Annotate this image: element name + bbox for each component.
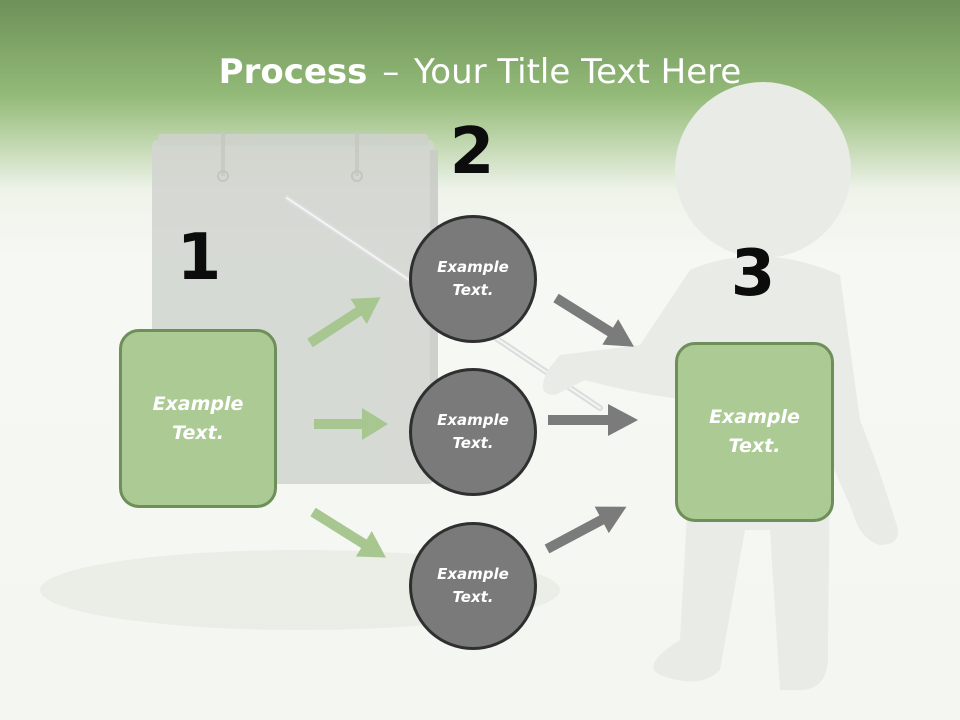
title-separator: –: [382, 52, 400, 92]
step-3-box: Example Text.: [675, 342, 834, 522]
gray-arrows: [544, 293, 638, 554]
arrow-2-to-3-top: [553, 293, 635, 347]
title-bold: Process: [218, 52, 368, 92]
step-2-circle-middle: Example Text.: [409, 368, 537, 496]
step-1-label: Example Text.: [152, 392, 244, 444]
title-rest: Your Title Text Here: [414, 52, 742, 92]
step-3-label: Example Text.: [709, 406, 800, 457]
step-2-label-bottom: Example Text.: [437, 565, 509, 606]
step-2-label-top: Example Text.: [437, 258, 509, 299]
step-1-box: Example Text.: [119, 329, 277, 508]
step-number-3: 3: [730, 237, 776, 311]
step-number-1: 1: [176, 221, 222, 295]
step-number-2: 2: [449, 115, 495, 189]
arrow-2-to-3-middle: [548, 404, 638, 436]
green-arrows: [307, 297, 388, 558]
slide-title: Process – Your Title Text Here: [0, 52, 960, 92]
arrow-2-to-3-bottom: [544, 506, 627, 554]
arrow-1-to-2-bottom: [310, 507, 386, 558]
step-2-circle-bottom: Example Text.: [409, 522, 537, 650]
step-2-label-middle: Example Text.: [437, 411, 509, 452]
arrow-1-to-2-middle: [314, 408, 388, 440]
step-2-circle-top: Example Text.: [409, 215, 537, 343]
arrow-1-to-2-top: [307, 297, 381, 348]
